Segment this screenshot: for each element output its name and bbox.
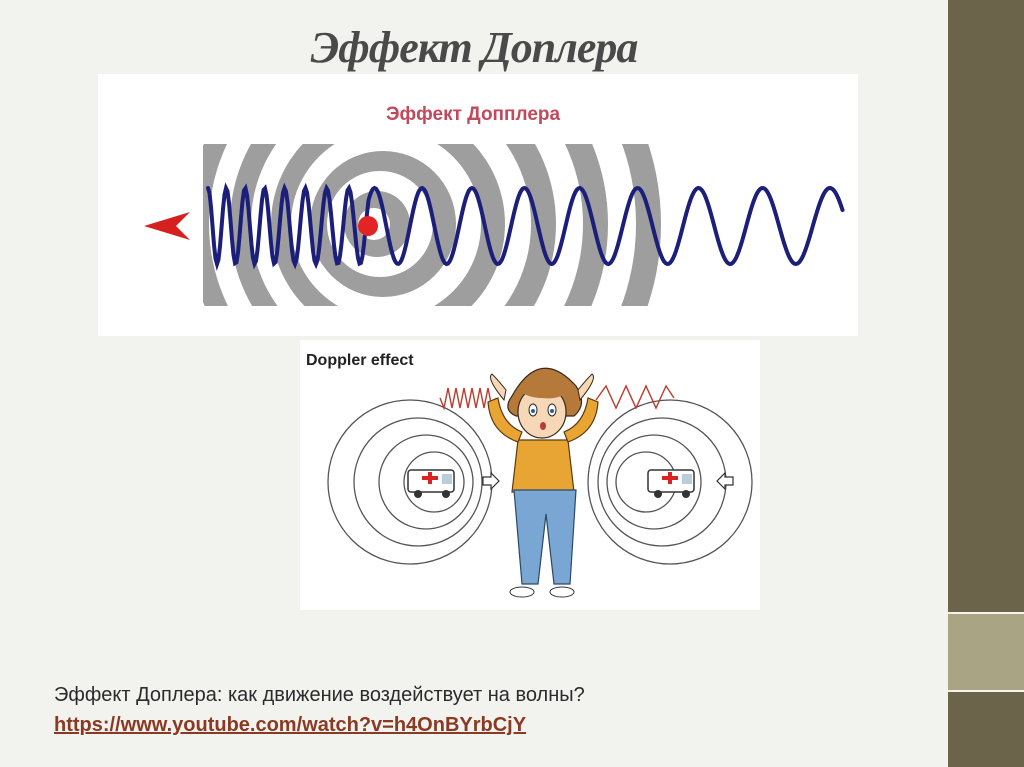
sound-rings [203, 144, 661, 306]
ambulance-icon [407, 469, 455, 498]
slide-title: Эффект Доплера [310, 23, 639, 72]
figure-label: Doppler effect [306, 352, 414, 369]
video-link[interactable]: https://www.youtube.com/watch?v=h4OnBYrb… [54, 714, 527, 736]
sidebar-segment-accent [948, 612, 1024, 692]
sidebar-decoration [948, 0, 1024, 767]
low-pitch-wave [595, 384, 675, 410]
arrow-icon [716, 471, 734, 491]
sidebar-divider [948, 612, 1024, 614]
sidebar-segment-bottom [948, 692, 1024, 767]
arrow-icon [482, 471, 500, 491]
direction-arrow-icon [144, 212, 190, 240]
boy-icon [487, 367, 599, 598]
ambulance-icon [647, 469, 695, 498]
moving-source-dot [358, 216, 378, 236]
sidebar-divider [948, 690, 1024, 692]
wave-diagram [144, 144, 845, 306]
sound-wave [206, 182, 845, 271]
doppler-illustration: Doppler effect [300, 340, 760, 610]
doppler-wave-figure: Эффект Допплера [98, 74, 858, 336]
high-pitch-wave [439, 387, 497, 411]
doppler-scene [327, 367, 753, 598]
slide-caption: Эффект Доплера: как движение воздействуе… [54, 684, 585, 706]
sidebar-segment-top [948, 0, 1024, 612]
figure-label: Эффект Допплера [386, 104, 561, 125]
